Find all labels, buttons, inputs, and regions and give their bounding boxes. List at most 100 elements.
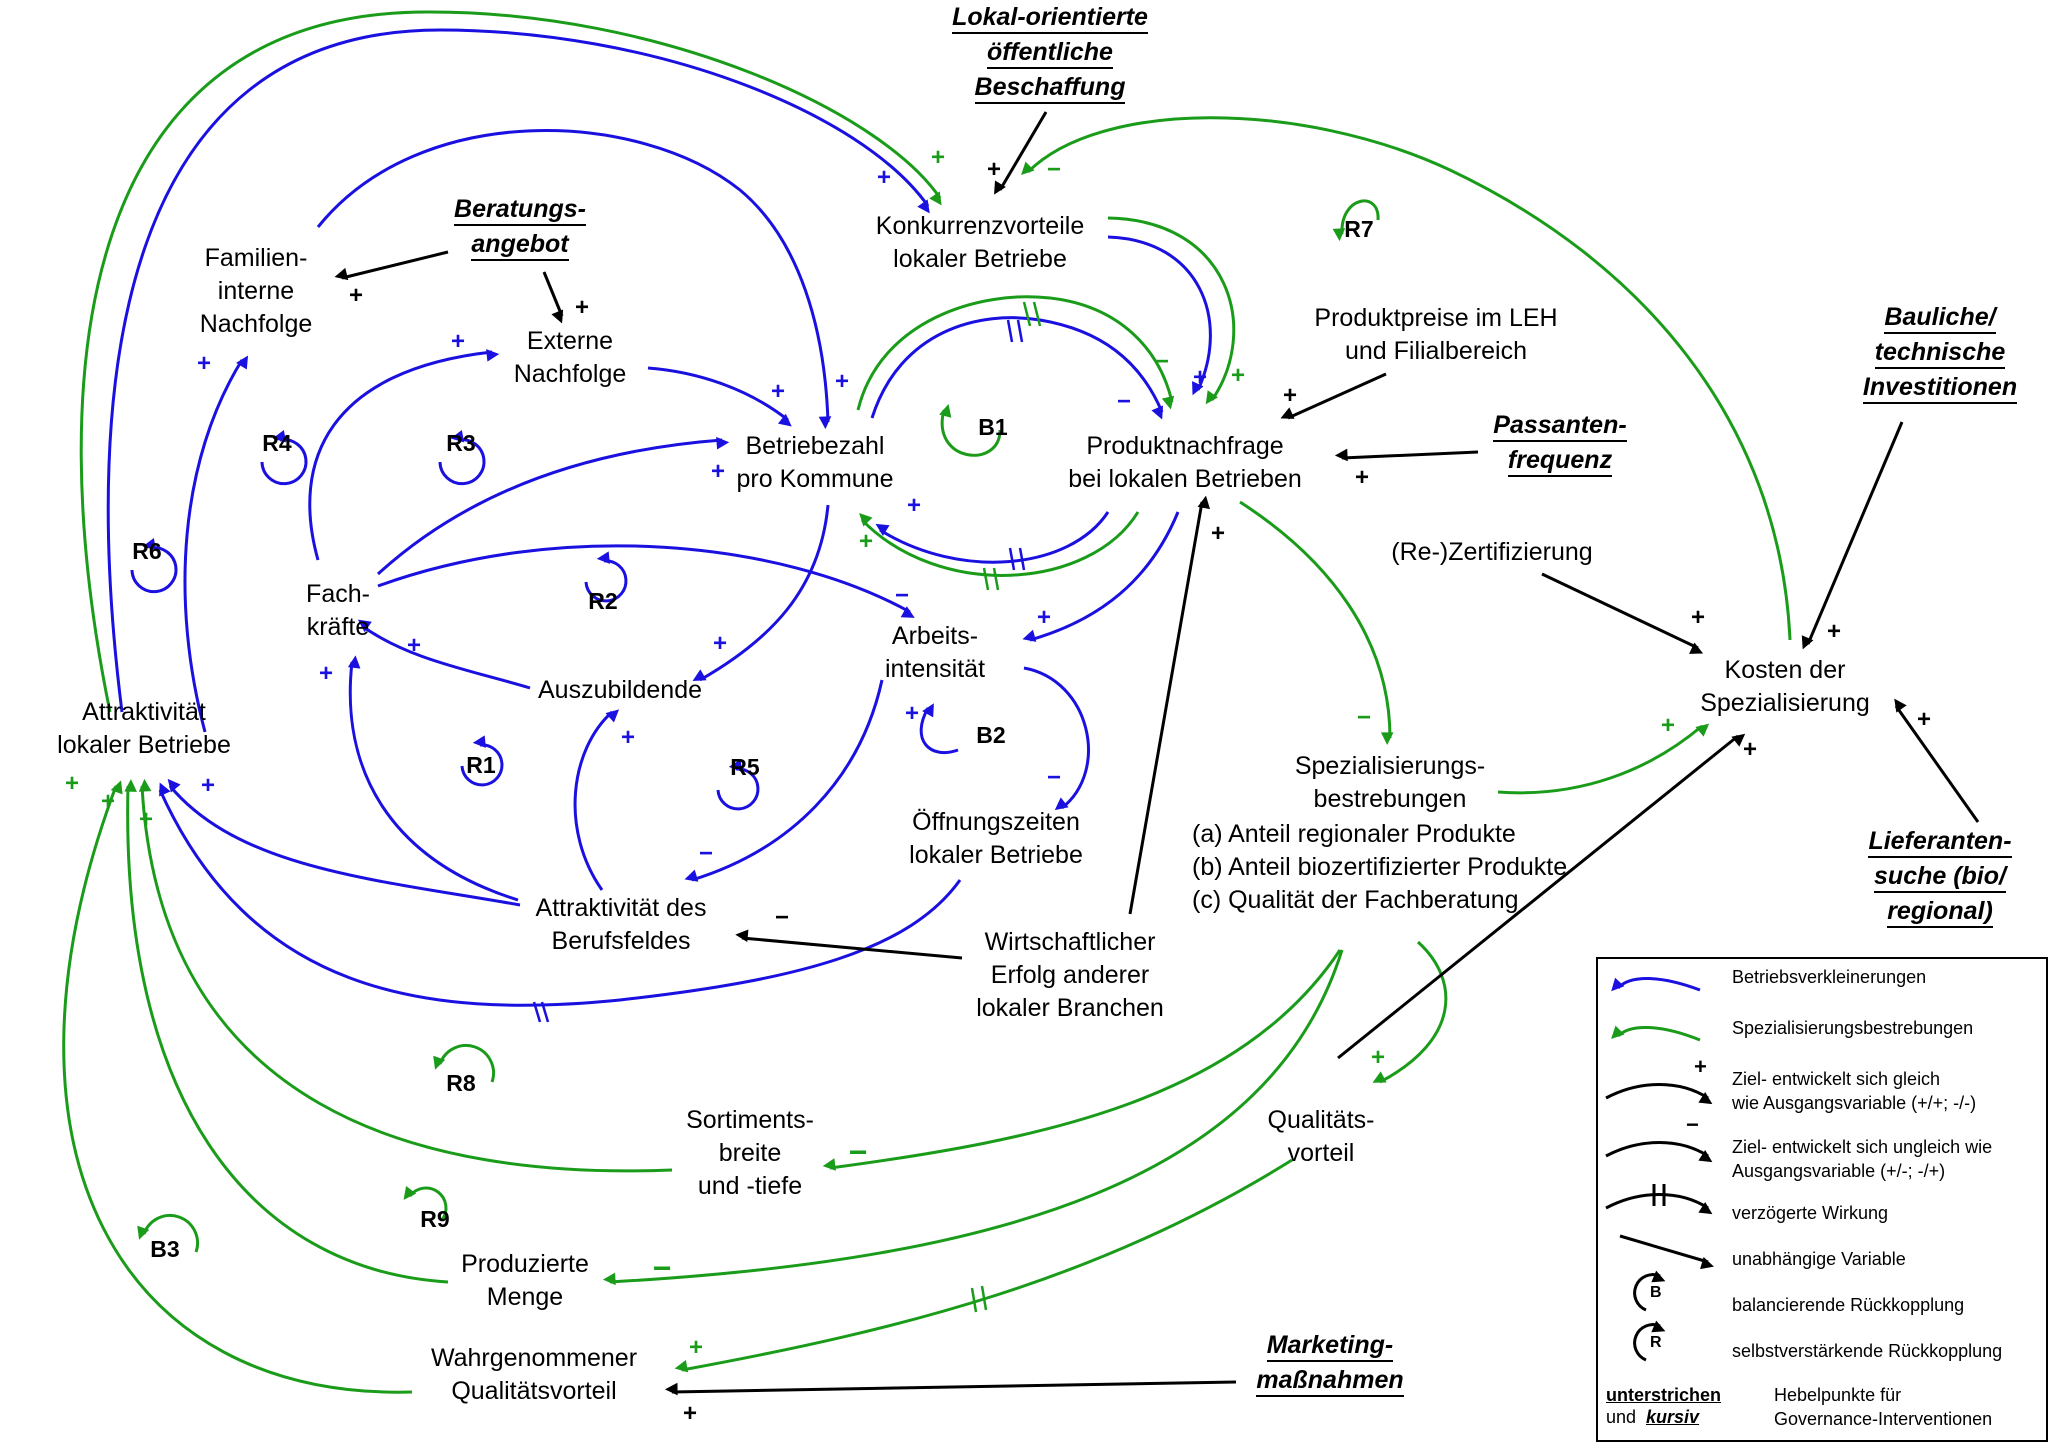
lever-lokal-orientierte-beschaffung-line: Lokal-orientierte — [952, 2, 1148, 34]
legend-delay-arc — [1605, 1193, 1713, 1215]
legend-key-und: und — [1606, 1407, 1637, 1427]
lever-bauliche-investitionen-line: technische — [1874, 337, 2006, 369]
arrow-lokal-to-konkurrenz — [994, 111, 1048, 195]
legend-lever-label-2: Governance-Interventionen — [1774, 1409, 1993, 1429]
sign-plus: + — [688, 1334, 703, 1361]
loop-label-R2: R2 — [588, 588, 618, 614]
node-produzierte-menge-line: Produzierte — [461, 1250, 589, 1278]
green-arrows — [62, 10, 1792, 1394]
loop-arc-B3 — [137, 1213, 200, 1253]
lever-beratungsangebot-line: angebot — [471, 229, 569, 261]
sign-plus: + — [1192, 364, 1207, 391]
loop-label-R7: R7 — [1344, 216, 1374, 242]
node-produktpreise-line: und Filialbereich — [1344, 337, 1528, 365]
node-spezialisierung-liste-line: (b) Anteil biozertifizierter Produkte — [1192, 853, 1568, 881]
legend-independent-line — [1619, 1234, 1714, 1270]
node-kosten-spezialisierung-line: Kosten der — [1724, 656, 1846, 684]
loop-arc-R2 — [584, 551, 628, 603]
sign-plus: + — [138, 806, 153, 833]
arrow-arbeit-to-oeffnung — [1023, 666, 1090, 811]
sign-minus: − — [848, 1134, 868, 1170]
node-produktnachfrage-line: Produktnachfrage — [1086, 432, 1284, 460]
legend-plus-sign: + — [1694, 1054, 1707, 1079]
legend-blue-label: Betriebsverkleinerungen — [1732, 967, 1927, 987]
arrow-spezial-to-menge — [602, 949, 1344, 1286]
loop-arc-R7 — [1332, 199, 1380, 242]
loop-arc-R4 — [260, 430, 308, 486]
legend-plus-arc — [1605, 1083, 1713, 1105]
node-arbeitsintensitaet-line: intensität — [884, 655, 986, 683]
node-arbeitsintensitaet: Arbeits-intensität — [860, 620, 1010, 686]
legend-B-arc — [1633, 1270, 1666, 1312]
arrow-lieferanten-to-kosten — [1894, 698, 1980, 823]
node-spezialisierungsbestrebungen: Spezialisierungs-bestrebungen — [1270, 750, 1510, 816]
sign-plus: + — [1916, 706, 1931, 733]
node-wirtschaftlicher-erfolg-line: lokaler Branchen — [976, 994, 1164, 1022]
node-fachkraefte-line: kräfte — [306, 613, 370, 641]
loop-label-R5: R5 — [730, 754, 760, 780]
sign-plus: + — [710, 458, 725, 485]
sign-plus: + — [1230, 362, 1245, 389]
arrow-wirtschaft-to-berufsfeld — [735, 929, 963, 960]
loop-label-R4: R4 — [262, 430, 292, 456]
node-externe-nachfolge-line: Nachfolge — [513, 360, 627, 388]
node-wirtschaftlicher-erfolg-line: Wirtschaftlicher — [984, 928, 1156, 956]
legend-R-letter: R — [1650, 1334, 1662, 1351]
loop-label-R1: R1 — [466, 752, 496, 778]
sign-plus: + — [834, 368, 849, 395]
arrow-attr-to-konkurrenz-blue — [106, 28, 930, 713]
loop-arc-R9 — [403, 1186, 448, 1221]
node-spezialisierung-liste: (a) Anteil regionaler Produkte (b) Anteil… — [1192, 818, 1632, 917]
arrow-menge-to-attr — [124, 779, 449, 1284]
arrow-berufsfeld-to-attr — [167, 778, 521, 907]
loop-label-R9: R9 — [420, 1206, 450, 1232]
lever-passantenfrequenz-line: frequenz — [1507, 445, 1613, 477]
lever-bauliche-investitionen-line: Investitionen — [1862, 372, 2018, 404]
node-konkurrenzvorteile-line: Konkurrenzvorteile — [875, 212, 1085, 240]
arrow-berufsfeld-to-fach — [347, 655, 519, 902]
sign-plus: + — [348, 282, 363, 309]
arrow-fach-to-arbeit — [377, 544, 915, 618]
node-rezertifizierung-line: (Re-)Zertifizierung — [1391, 538, 1593, 566]
arrow-kosten-to-konkurrenz — [1021, 116, 1792, 641]
loop-label-R6: R6 — [132, 538, 162, 564]
lever-passantenfrequenz: Passanten-frequenz — [1480, 410, 1640, 480]
node-betriebezahl-line: pro Kommune — [736, 465, 894, 493]
delay-marks — [532, 301, 1042, 1313]
sign-plus: + — [930, 144, 945, 171]
arrow-wahr-to-attr — [62, 780, 413, 1394]
sign-minus: − — [698, 840, 713, 867]
black-arrows — [334, 111, 1980, 1396]
sign-plus: + — [200, 772, 215, 799]
sign-plus: + — [196, 350, 211, 377]
loop-arc-R5 — [716, 759, 760, 811]
node-spezialisierung-liste-line: (c) Qualität der Fachberatung — [1192, 886, 1519, 914]
arrow-baulich-to-kosten — [1801, 421, 1904, 650]
lever-passantenfrequenz-line: Passanten- — [1493, 410, 1627, 442]
sign-minus: − — [1046, 156, 1061, 183]
node-wahrgenommener-qualitaetsvorteil-line: Qualitätsvorteil — [451, 1377, 617, 1405]
node-spezialisierung-liste-line: (a) Anteil regionaler Produkte — [1192, 820, 1516, 848]
arrow-extern-to-betriebe — [647, 366, 792, 427]
legend-plus-label-2: wie Ausgangsvariable (+/+; -/-) — [1732, 1093, 1977, 1113]
arrow-nachfrage-to-arbeit — [1022, 511, 1180, 642]
lever-lieferantensuche-line: suche (bio/ — [1874, 861, 2006, 893]
sign-plus: + — [406, 632, 421, 659]
sign-minus: − — [774, 904, 789, 931]
lever-lokal-orientierte-beschaffung-line: öffentliche — [987, 37, 1113, 69]
arrow-spezial-to-sortiment — [822, 949, 1342, 1171]
arrow-preise-to-nachfrage — [1280, 372, 1387, 420]
node-wirtschaftlicher-erfolg-line: Erfolg anderer — [990, 961, 1150, 989]
sign-plus: + — [100, 788, 115, 815]
lever-lieferantensuche: Lieferanten-suche (bio/regional) — [1850, 826, 2030, 931]
arrow-marketing-to-kosten — [1337, 733, 1746, 1060]
node-attraktivitaet-betriebe-line: Attraktivität — [82, 698, 206, 726]
arrow-qualitaet-to-wahr — [674, 1158, 1293, 1373]
lever-lokal-orientierte-beschaffung-line: Beschaffung — [974, 72, 1126, 104]
node-produktpreise-line: Produktpreise im LEH — [1314, 304, 1558, 332]
